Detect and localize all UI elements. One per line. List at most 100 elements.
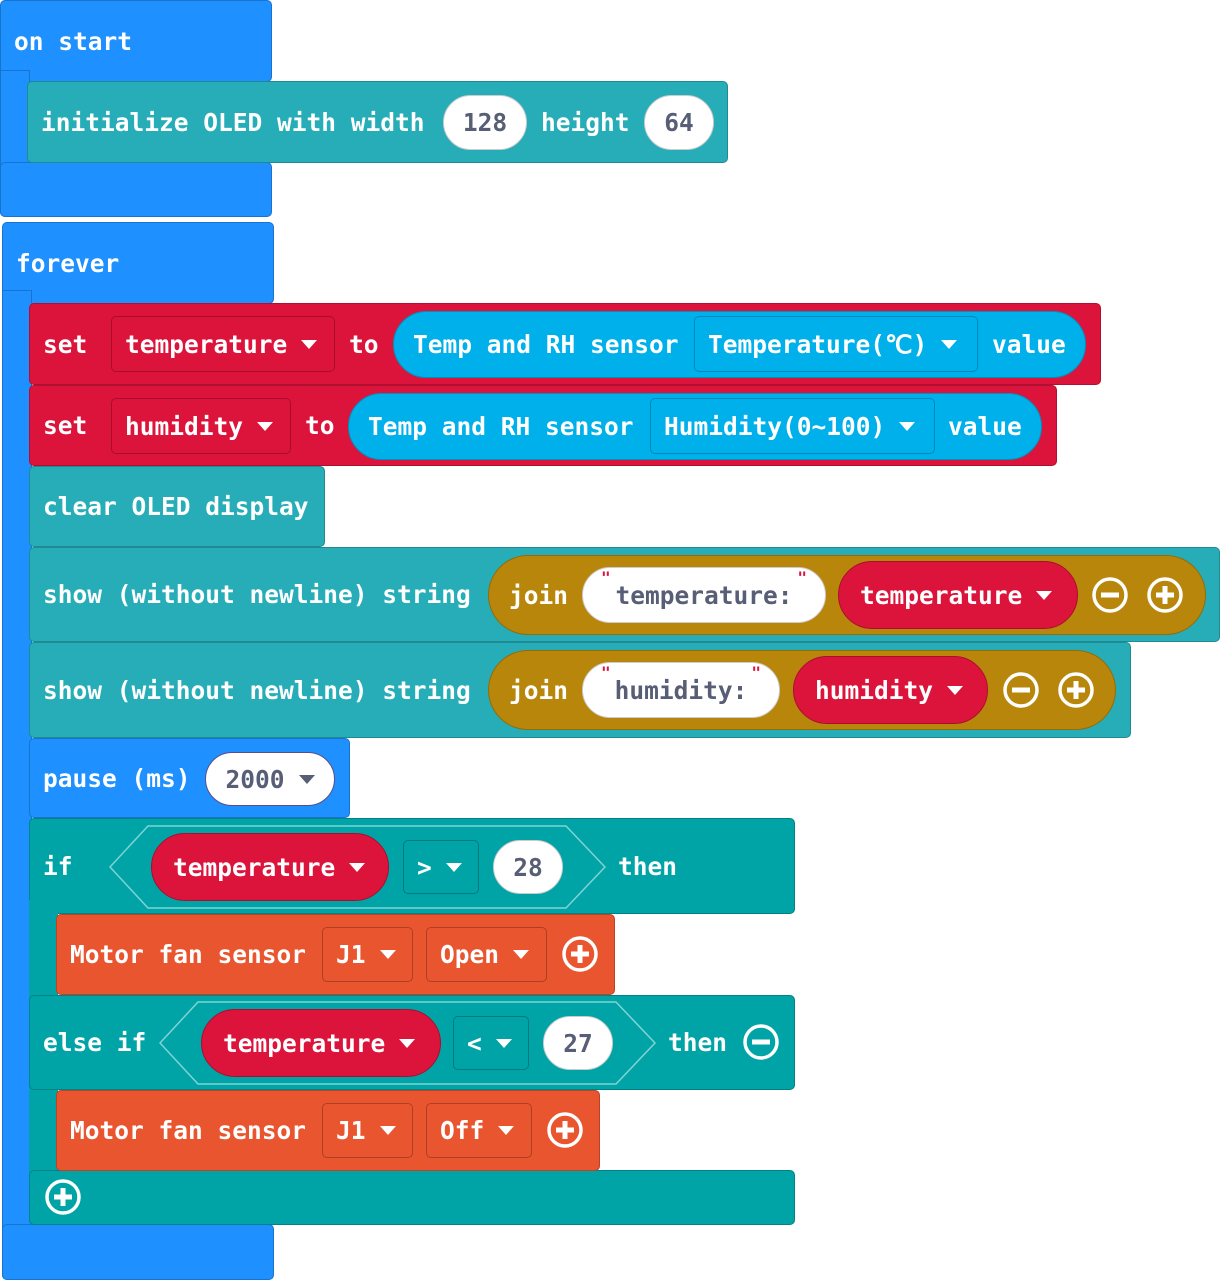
port: J1 bbox=[336, 1116, 366, 1145]
temperature-var-reporter[interactable]: temperature bbox=[838, 561, 1078, 629]
port: J1 bbox=[336, 940, 366, 969]
init-oled-label: initialize OLED with width bbox=[41, 107, 425, 137]
sensor-option-dropdown[interactable]: Temperature(℃) bbox=[694, 316, 978, 372]
plus-circle-icon[interactable] bbox=[1057, 671, 1095, 709]
chevron-down-icon bbox=[379, 1126, 396, 1135]
chevron-down-icon bbox=[399, 1038, 416, 1048]
chevron-down-icon bbox=[941, 339, 958, 349]
set-label: set bbox=[43, 329, 88, 359]
sensor-option-dropdown[interactable]: Humidity(0~100) bbox=[650, 398, 935, 454]
operator: > bbox=[417, 852, 432, 882]
chevron-down-icon bbox=[513, 950, 530, 959]
forever-block-bottom bbox=[2, 1224, 274, 1280]
comparison-hexagon[interactable] bbox=[158, 1001, 658, 1085]
state: Open bbox=[440, 940, 500, 969]
temperature-var-reporter[interactable]: temperature bbox=[151, 833, 389, 901]
sensor-label: Temp and RH sensor bbox=[368, 412, 634, 441]
if-label: if bbox=[43, 851, 73, 881]
forever-block-arm bbox=[2, 290, 32, 1280]
string-input[interactable]: "temperature:" bbox=[582, 567, 826, 623]
value-label: value bbox=[948, 412, 1022, 441]
quote-icon: " bbox=[601, 663, 611, 682]
then-label: then bbox=[668, 1028, 728, 1057]
if-block-bottom bbox=[29, 1170, 795, 1225]
chevron-down-icon bbox=[257, 421, 274, 431]
string-value: temperature: bbox=[615, 580, 793, 610]
quote-icon: " bbox=[797, 568, 807, 587]
then-label: then bbox=[618, 851, 678, 881]
on-start-block-bottom bbox=[0, 162, 272, 217]
pause-value: 2000 bbox=[225, 764, 285, 794]
operator-dropdown[interactable]: > bbox=[403, 840, 479, 894]
minus-circle-icon[interactable] bbox=[742, 1023, 780, 1061]
chevron-down-icon bbox=[495, 1038, 512, 1048]
chevron-down-icon bbox=[899, 421, 916, 431]
state: Off bbox=[440, 1116, 485, 1145]
to-label: to bbox=[349, 329, 379, 359]
oled-width-input[interactable]: 128 bbox=[443, 95, 527, 150]
var-name: humidity bbox=[125, 411, 244, 441]
var-name: temperature bbox=[860, 580, 1023, 610]
var-name: temperature bbox=[223, 1028, 386, 1058]
temp-sensor-reporter[interactable] bbox=[393, 311, 1086, 378]
join-label: join bbox=[509, 580, 569, 610]
option-label: Humidity(0~100) bbox=[664, 411, 886, 441]
port-dropdown[interactable]: J1 bbox=[322, 1103, 413, 1158]
pause-ms-dropdown[interactable]: 2000 bbox=[205, 752, 335, 806]
var-name: temperature bbox=[125, 329, 288, 359]
quote-icon: " bbox=[601, 568, 611, 587]
var-name: temperature bbox=[173, 852, 336, 882]
humidity-var-reporter[interactable]: humidity bbox=[793, 656, 988, 724]
chevron-down-icon bbox=[301, 339, 318, 349]
show-label: show (without newline) string bbox=[43, 675, 471, 705]
set-label: set bbox=[43, 411, 88, 440]
on-start-block-top[interactable] bbox=[0, 0, 272, 82]
clear-oled-label: clear OLED display bbox=[43, 492, 309, 521]
oled-height-input[interactable]: 64 bbox=[644, 95, 714, 150]
var-name: humidity bbox=[815, 675, 934, 705]
state-dropdown[interactable]: Off bbox=[426, 1103, 532, 1158]
oled-height-label: height bbox=[541, 107, 630, 137]
plus-circle-icon[interactable] bbox=[546, 1111, 584, 1149]
forever-label: forever bbox=[16, 248, 120, 278]
init-oled-block[interactable] bbox=[27, 81, 728, 163]
motor-label: Motor fan sensor bbox=[70, 940, 307, 969]
plus-circle-icon[interactable] bbox=[561, 935, 599, 973]
to-label: to bbox=[305, 411, 335, 440]
minus-circle-icon[interactable] bbox=[1002, 671, 1040, 709]
chevron-down-icon bbox=[379, 950, 396, 959]
temperature-var-reporter[interactable]: temperature bbox=[201, 1009, 441, 1077]
clear-oled-block[interactable] bbox=[29, 466, 325, 547]
plus-circle-icon[interactable] bbox=[1146, 576, 1184, 614]
on-start-label: on start bbox=[14, 26, 133, 56]
sensor-label: Temp and RH sensor bbox=[413, 330, 679, 359]
motor-label: Motor fan sensor bbox=[70, 1116, 307, 1145]
show-label: show (without newline) string bbox=[43, 580, 471, 609]
join-label: join bbox=[509, 675, 569, 705]
chevron-down-icon bbox=[947, 685, 964, 695]
threshold-input[interactable]: 28 bbox=[493, 840, 563, 894]
option-label: Temperature(℃) bbox=[708, 329, 928, 359]
pause-label: pause (ms) bbox=[43, 763, 191, 793]
chevron-down-icon bbox=[445, 862, 462, 872]
value-label: value bbox=[992, 330, 1066, 359]
temperature-var-dropdown[interactable]: temperature bbox=[111, 316, 335, 372]
plus-circle-icon[interactable] bbox=[44, 1178, 82, 1216]
quote-icon: " bbox=[751, 663, 761, 682]
threshold-input[interactable]: 27 bbox=[543, 1016, 613, 1070]
state-dropdown[interactable]: Open bbox=[426, 927, 547, 982]
chevron-down-icon bbox=[298, 774, 315, 784]
comparison-hexagon[interactable] bbox=[108, 825, 608, 909]
minus-circle-icon[interactable] bbox=[1091, 576, 1129, 614]
string-input[interactable]: "humidity:" bbox=[582, 662, 780, 718]
port-dropdown[interactable]: J1 bbox=[322, 927, 413, 982]
forever-block-top[interactable] bbox=[2, 222, 274, 304]
humidity-var-dropdown[interactable]: humidity bbox=[111, 398, 291, 454]
chevron-down-icon bbox=[1036, 590, 1053, 600]
chevron-down-icon bbox=[349, 862, 366, 872]
humidity-sensor-reporter[interactable] bbox=[348, 393, 1042, 460]
else-if-label: else if bbox=[43, 1028, 147, 1057]
chevron-down-icon bbox=[498, 1126, 515, 1135]
operator-dropdown[interactable]: < bbox=[453, 1016, 529, 1070]
string-value: humidity: bbox=[614, 675, 748, 705]
